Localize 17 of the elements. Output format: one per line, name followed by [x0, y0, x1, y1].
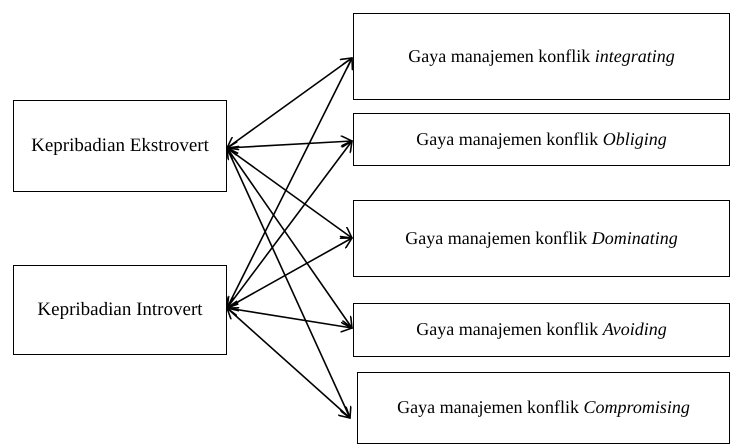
- text-box: [353, 113, 730, 166]
- text-box: [13, 100, 227, 192]
- text-box: [353, 303, 730, 357]
- text-box: [13, 265, 227, 355]
- box-label: Gaya manajemen konflik Dominating: [405, 226, 678, 250]
- text-box: [353, 200, 730, 277]
- double-arrow: [226, 57, 353, 149]
- double-arrow: [226, 147, 353, 239]
- double-arrow: [226, 307, 351, 419]
- box-label: Gaya manajemen konflik Avoiding: [416, 318, 667, 342]
- text-box: [353, 13, 730, 100]
- box-label: Gaya manajemen konflik Obliging: [416, 128, 667, 151]
- box-label: Kepribadian Ekstrovert: [31, 134, 209, 158]
- box-label: Gaya manajemen konflik integrating: [408, 44, 675, 68]
- text-box: [357, 372, 730, 444]
- box-label: Kepribadian Introvert: [37, 298, 203, 322]
- box-label: Gaya manajemen konflik Compromising: [397, 396, 690, 420]
